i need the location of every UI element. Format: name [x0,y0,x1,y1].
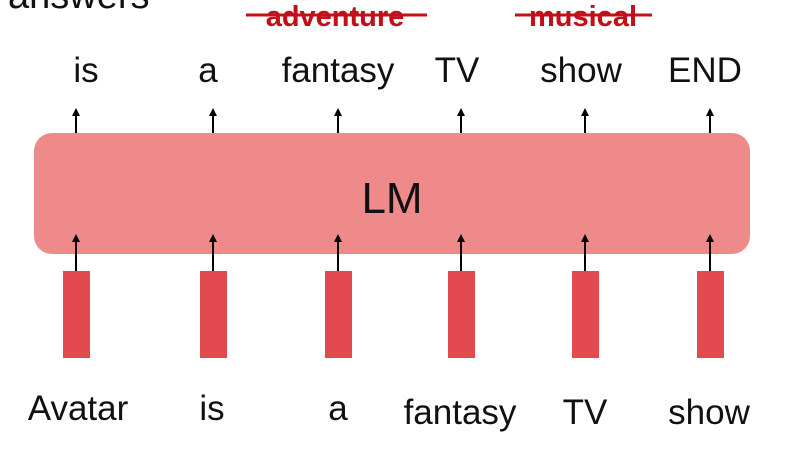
arrows [72,108,714,271]
output-token: fantasy [282,51,395,90]
output-token: END [668,51,742,90]
input-token: Avatar [28,389,129,428]
output-token: is [73,51,98,90]
embedding-bar [448,271,475,358]
input-token: TV [563,393,608,432]
cutoff-heading: answers [8,0,150,17]
output-token: show [540,51,622,90]
input-tokens: Avatar is a fantasy TV show [28,389,751,432]
embedding-bar [325,271,352,358]
embedding-bar [200,271,227,358]
output-token: TV [435,51,480,90]
input-embeddings [63,271,724,358]
alternative-word-text: musical [529,1,637,33]
alternative-word-0: adventure [246,1,427,33]
alternative-word-1: musical [515,1,652,33]
input-token: a [328,389,348,428]
embedding-bar [63,271,90,358]
input-token: is [199,389,224,428]
embedding-bar [697,271,724,358]
output-token: a [198,51,218,90]
alternative-word-text: adventure [266,1,405,33]
input-token: fantasy [404,393,517,432]
output-tokens: is a fantasy TV show END [73,51,742,90]
input-token: show [668,393,750,432]
lm-label: LM [361,174,422,223]
lm-block [34,133,750,254]
embedding-bar [572,271,599,358]
